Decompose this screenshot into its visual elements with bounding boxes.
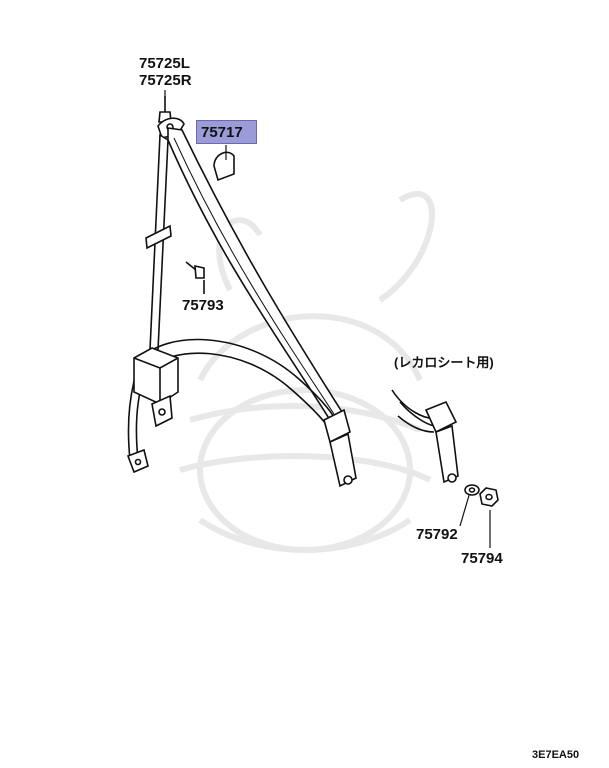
retractor <box>133 347 179 428</box>
recaro-seat-note: (レカロシート用) <box>394 355 494 370</box>
belt-guide-75717 <box>213 151 235 182</box>
part-label-75717: 75717 <box>201 124 243 141</box>
nut-75794 <box>479 487 499 507</box>
bolt-75793 <box>185 261 205 294</box>
recaro-buckle <box>391 389 459 484</box>
part-label-75725l: 75725L <box>139 55 190 72</box>
lower-anchor <box>126 448 149 474</box>
leader-lines <box>164 90 491 548</box>
highlighted-part-75717[interactable]: 75717 <box>196 120 257 144</box>
pillar-webbing <box>145 133 172 351</box>
part-label-75793: 75793 <box>182 297 224 314</box>
part-label-75794: 75794 <box>461 550 503 567</box>
part-label-75792: 75792 <box>416 526 458 543</box>
samurai-helmet-watermark <box>179 191 435 553</box>
shoulder-belt <box>167 127 344 422</box>
diagram-code: 3E7EA50 <box>532 749 580 761</box>
part-label-75725r: 75725R <box>139 72 192 89</box>
buckle-tongue <box>323 408 357 488</box>
washer-75792 <box>464 484 480 496</box>
